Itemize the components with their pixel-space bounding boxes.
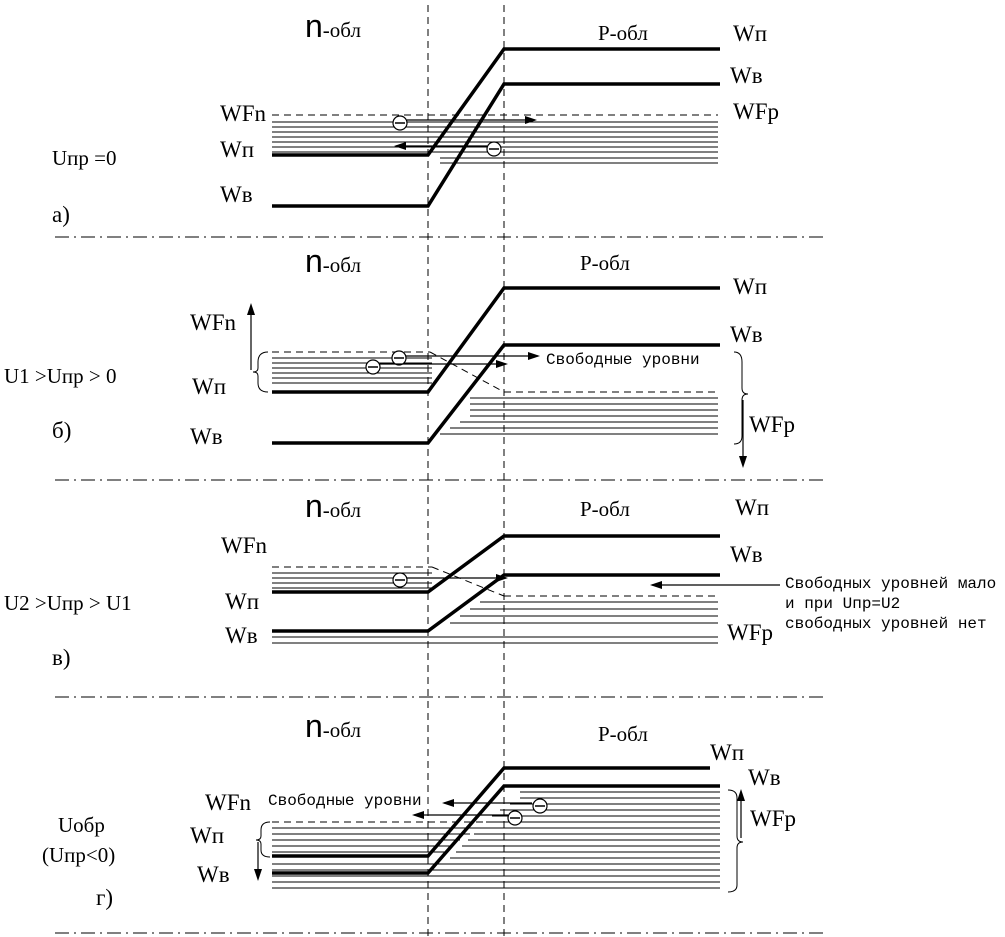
left-valence-label: Wв: [225, 623, 258, 648]
n-region-label: n-обл: [305, 8, 361, 44]
n-region-label: n-обл: [305, 708, 361, 744]
left-brace: [252, 351, 269, 393]
filled-levels-p: [272, 601, 718, 644]
right-valence-label: Wв: [730, 542, 763, 567]
left-conduction-label: Wп: [225, 589, 259, 614]
voltage-condition: (Uпр<0): [42, 843, 115, 867]
left-brace: [255, 821, 271, 858]
panel-letter: а): [52, 202, 70, 227]
left-valence-label: Wв: [197, 862, 230, 887]
voltage-condition: Uобр: [58, 813, 105, 837]
left-conduction-label: Wп: [192, 374, 226, 399]
right-fermi-label: WFp: [733, 99, 779, 124]
right-fermi-label: WFp: [749, 412, 795, 437]
right-fermi-label: WFp: [727, 620, 773, 645]
right-valence-label: Wв: [748, 765, 781, 790]
p-region-label: Р-обл: [580, 497, 630, 521]
right-brace: [727, 789, 744, 893]
free-levels-note: Свободные уровни: [268, 792, 422, 810]
panel-d: n-обл Р-обл Wп Wв WFp WFn Wп Wв Свободны…: [42, 708, 796, 910]
filled-levels-p: [440, 397, 718, 435]
filled-levels-n: [272, 572, 432, 589]
right-conduction-label: Wп: [733, 21, 767, 46]
right-valence-label: Wв: [730, 322, 763, 347]
right-conduction-label: Wп: [710, 740, 744, 765]
left-fermi-label: WFn: [205, 790, 252, 815]
p-region-label: Р-обл: [598, 722, 648, 746]
left-fermi-label: WFn: [221, 533, 268, 558]
right-valence-label: Wв: [730, 63, 763, 88]
panel-b: n-обл Р-обл Wп Wв WFp WFn Wп Wв Свободны…: [4, 243, 795, 468]
voltage-condition: U2 >Uпр > U1: [4, 591, 132, 615]
left-valence-label: Wв: [190, 424, 223, 449]
left-fermi-label: WFn: [220, 101, 267, 126]
left-conduction-label: Wп: [220, 137, 254, 162]
conduction-band-line: [272, 534, 720, 594]
filled-levels-p: [272, 791, 720, 889]
valence-band-line: [272, 82, 720, 208]
n-region-label: n-обл: [305, 243, 361, 279]
voltage-condition: Uпр =0: [52, 146, 117, 170]
conduction-band-line: [272, 766, 710, 858]
valence-band-line: [272, 784, 720, 875]
panel-a: n-обл Р-обл Wп Wв WFp WFn Wп Wв Uпр =0 а…: [52, 8, 779, 227]
right-fermi-label: WFp: [750, 806, 796, 831]
right-brace: [733, 351, 749, 445]
note-line: свободных уровней нет: [785, 615, 987, 633]
filled-levels-n: [272, 357, 432, 384]
voltage-condition: U1 >Uпр > 0: [4, 364, 117, 388]
free-levels-note: Свободные уровни: [546, 351, 700, 369]
p-region-label: Р-обл: [580, 251, 630, 275]
n-region-label: n-обл: [305, 488, 361, 524]
filled-levels-n: [272, 827, 480, 853]
panel-letter: б): [52, 418, 71, 443]
panel-c: n-обл Р-обл Wп Wв WFp WFn Wп Wв Свободны…: [4, 488, 996, 670]
right-conduction-label: Wп: [733, 274, 767, 299]
panel-letter: в): [52, 645, 71, 670]
filled-levels-n: [272, 121, 718, 164]
panel-letter: г): [96, 885, 113, 910]
left-conduction-label: Wп: [190, 823, 224, 848]
left-fermi-label: WFn: [190, 310, 237, 335]
note-line: Свободных уровней мало: [785, 575, 996, 593]
p-region-label: Р-обл: [598, 21, 648, 45]
valence-band-line: [272, 343, 720, 445]
conduction-band-line: [272, 286, 720, 394]
conduction-band-line: [272, 47, 720, 157]
left-valence-label: Wв: [220, 182, 253, 207]
right-conduction-label: Wп: [735, 495, 769, 520]
valence-band-line: [272, 573, 720, 633]
note-line: и при Uпр=U2: [785, 595, 900, 613]
